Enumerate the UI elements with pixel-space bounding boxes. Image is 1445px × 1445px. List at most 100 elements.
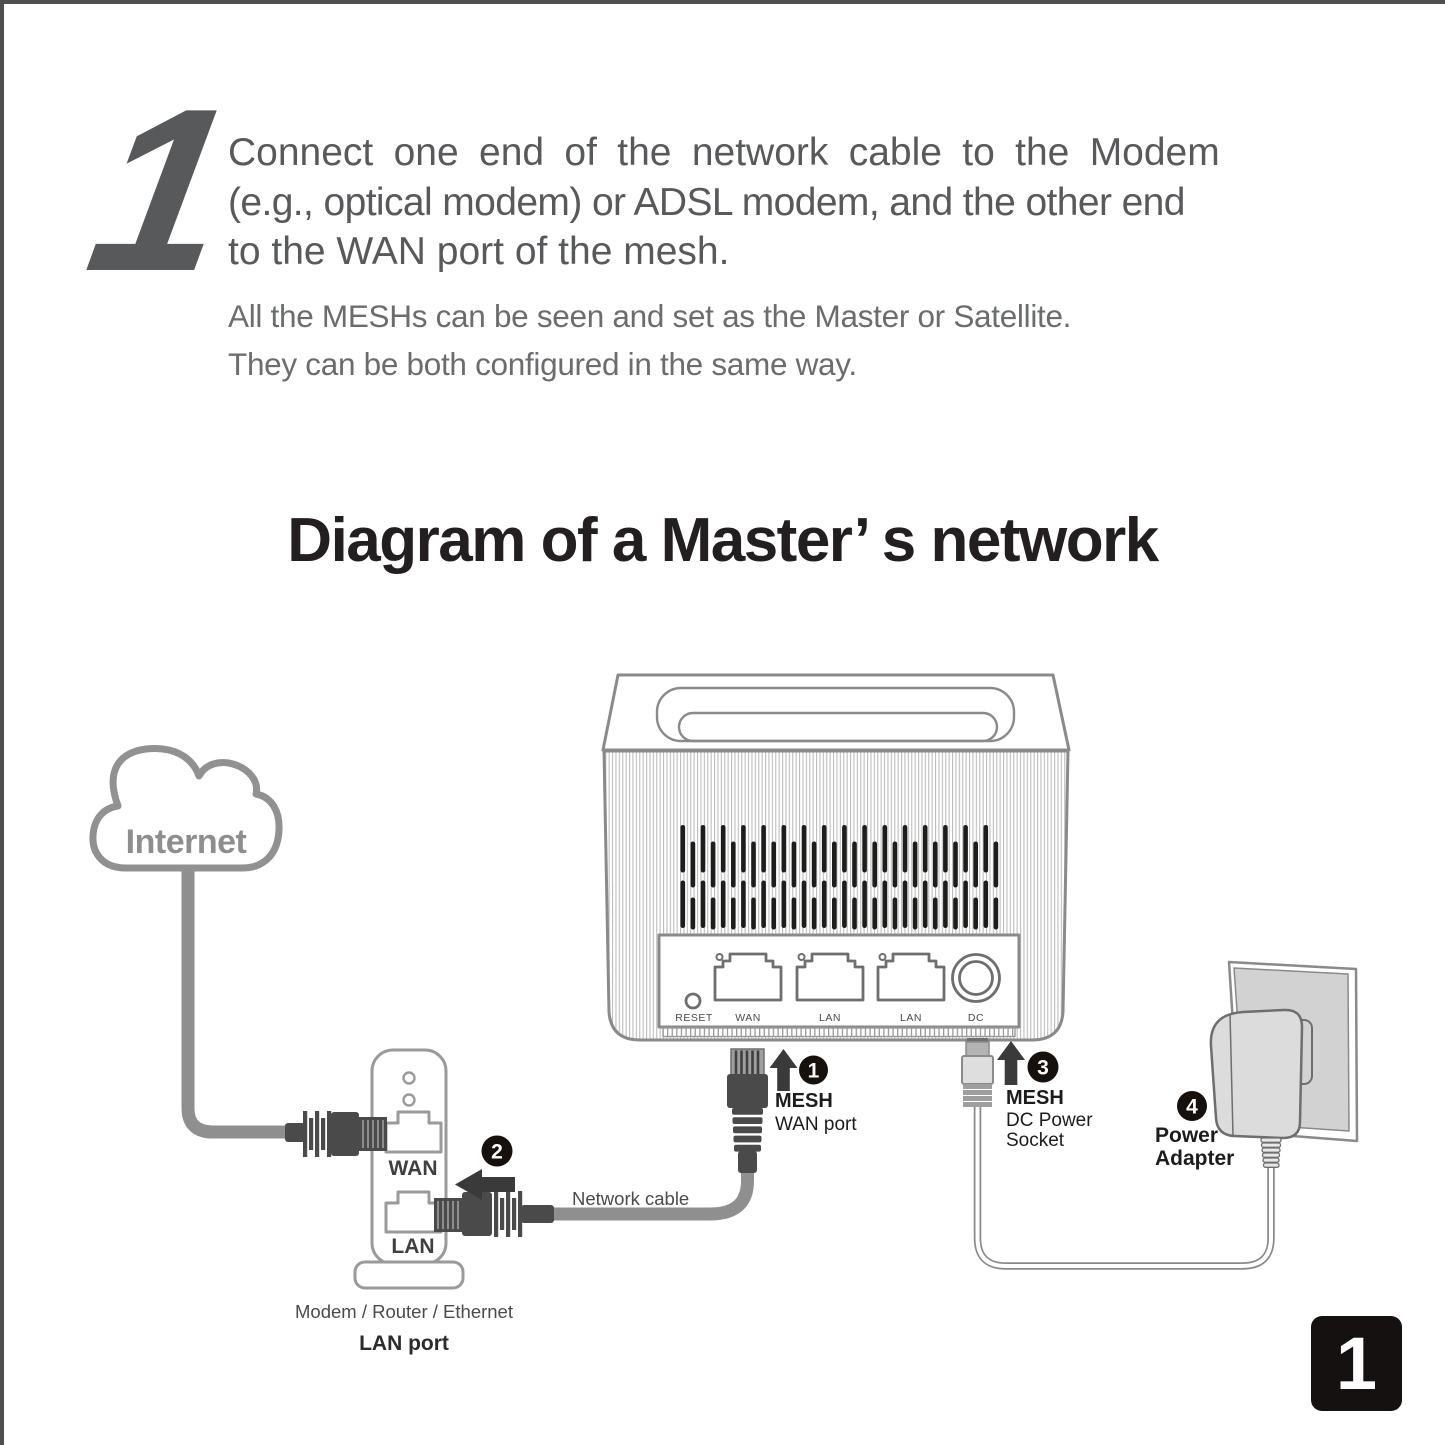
vent-slot [751,897,756,930]
cloud-shape [89,744,283,872]
modem-caption: Modem / Router / Ethernet [295,1301,513,1322]
router-lan2-label: LAN [900,1012,922,1024]
modem-wan-label: WAN [389,1157,438,1180]
vent-slot [761,880,766,928]
vent-slot [993,897,999,930]
vent-slot [842,825,847,873]
dc-socket-inner [958,960,994,996]
callout-3-line-2: DC Power [1006,1110,1093,1131]
step-instruction: Connect one end of the network cable to … [228,128,1220,277]
vent-slot [741,880,746,928]
router-plug-body [727,1074,768,1108]
adapter-strain-relief [1260,1137,1282,1168]
vent-slot [842,880,847,928]
vent-slot [731,897,736,930]
vent-slot [761,825,766,873]
callout-1-mesh-wan-port: 1 MESH WAN port [769,1049,857,1135]
vent-slot [680,825,686,873]
callout-4-line-1: Power [1155,1124,1218,1147]
vent-slot [963,880,968,928]
vent-slot [892,897,898,930]
reset-button[interactable] [684,992,702,1010]
vent-slot [690,841,696,888]
callout-3-number: 3 [1037,1057,1049,1080]
router-handle-inner [677,711,999,743]
vent-slot [710,841,716,888]
page-border-top [0,0,1445,4]
vent-slot [791,897,797,930]
adapter-side-contour [1229,1013,1234,1136]
vent-slot [700,880,706,928]
vent-slot [741,825,746,873]
vent-slot [680,880,686,928]
router-lan2-port[interactable] [876,952,946,1002]
callout-1-number: 1 [808,1060,820,1083]
vent-slot [943,825,948,873]
router-vent-slots [680,825,999,930]
callout-3-line-3: Socket [1006,1130,1065,1151]
vent-slot [912,841,918,888]
power-cable-core [975,1106,1273,1268]
instruction-line-3: to the WAN port of the mesh. [228,230,730,273]
router-plug-boot [738,1151,757,1173]
vent-slot [801,825,807,873]
wan-plug-body [331,1112,359,1156]
instruction-line-1: Connect one end of the network cable to … [228,131,1220,174]
callout-4-badge [1177,1091,1207,1121]
vent-slot [862,880,867,928]
vent-slot [953,841,958,888]
callout-1-badge [799,1055,828,1085]
page-border-left [0,0,4,1445]
vent-slot [953,897,958,930]
modem-base [353,1260,465,1290]
dc-plug [961,1038,994,1107]
vent-slot [963,825,968,873]
router-dc-label: DC [968,1012,984,1024]
vent-slot [862,825,867,873]
vent-slot [872,897,877,930]
vent-slot [933,897,938,930]
router-lan1-label: LAN [819,1012,841,1024]
vent-slot [832,897,837,930]
callout-3-mesh-dc-socket: 3 MESH DC Power Socket [997,1041,1093,1151]
vent-slot [983,880,989,928]
vent-slot [751,841,756,888]
vent-slot [811,841,817,888]
lan-plug-boot [521,1205,554,1223]
page-number: 1 [1335,1322,1378,1405]
modem-led-1 [402,1071,416,1085]
power-adapter [1209,1008,1313,1140]
vent-slot [821,825,827,873]
vent-slot [993,841,999,888]
callout-1-line-2: WAN port [775,1114,857,1135]
dc-plug-body [961,1055,994,1085]
wan-plug-boot [285,1123,305,1142]
vent-slot [771,897,776,930]
vent-slot [720,825,726,873]
lan-plug-body [462,1192,492,1236]
up-arrow-icon [769,1049,798,1091]
vent-slot [902,880,908,928]
vent-slot [731,841,736,888]
vent-slot [710,897,716,930]
vent-slot [983,825,989,873]
callout-4-line-2: Adapter [1155,1147,1234,1170]
router-lan1-port[interactable] [795,952,865,1002]
adapter-body [1209,1008,1304,1140]
note-line-2: They can be both configured in the same … [228,346,857,382]
callout-2-badge [481,1135,513,1167]
vent-slot [700,825,706,873]
lan-plug-pins [437,1201,459,1229]
modem-wan-plug [285,1111,387,1157]
network-cable [552,1170,754,1221]
lan1-port-led [797,953,806,961]
router-wan-port[interactable] [713,952,783,1002]
vent-slot [811,897,817,930]
internet-cable [181,866,300,1139]
router-plug-pins [734,1050,760,1074]
modem-lan-label: LAN [391,1235,434,1258]
vent-slot [933,841,938,888]
modem-caption-bold: LAN port [359,1332,449,1355]
router-wan-label: WAN [735,1012,761,1024]
